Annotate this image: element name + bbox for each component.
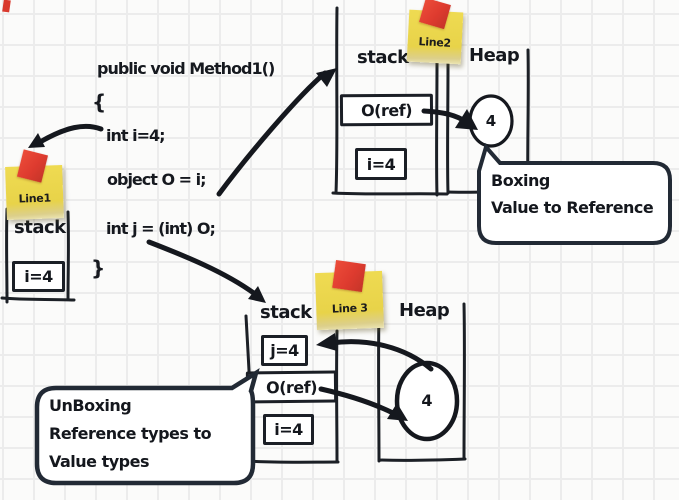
arrow-int-i-to-line1 (37, 123, 104, 145)
arrow-object-o-to-line2 (216, 70, 328, 197)
unboxing-callout-line3: Value types (49, 452, 150, 471)
line2-stack-bottom (331, 191, 449, 196)
boxing-callout-title: Boxing (491, 171, 550, 190)
sticky-note-line3-label: Line 3 (331, 301, 368, 316)
code-close-brace: } (91, 256, 106, 280)
code-method-signature: public void Method1() (97, 59, 275, 78)
tape-icon-line3 (332, 260, 366, 292)
code-line-object-o: object O = i; (107, 170, 207, 189)
arrowhead-line2-boxing (455, 109, 478, 130)
line1-slot-i: i=4 (12, 261, 65, 292)
boxing-callout-subtitle: Value to Reference (491, 198, 654, 217)
line2-stack-label: stack (357, 47, 409, 68)
line3-slot-i: i=4 (263, 414, 314, 445)
line3-heap-bottom (377, 457, 467, 462)
line2-heap-label: Heap (469, 45, 520, 66)
line1-stack-bottom (0, 296, 76, 302)
arrowhead-line3-unboxing (387, 403, 408, 421)
arrow-int-j-to-line3 (146, 239, 258, 297)
arrowhead-line3-to-j (316, 333, 337, 351)
line3-heap-value: 4 (421, 391, 433, 410)
sticky-note-line2-label: Line2 (418, 35, 452, 50)
line3-heap-label: Heap (399, 300, 450, 321)
line3-stack-label: stack (260, 302, 312, 323)
unboxing-callout-line2: Reference types to (49, 424, 212, 443)
line2-heap-bottom (446, 189, 531, 194)
line2-slot-oref: O(ref) (339, 93, 434, 127)
arrow-line3-heap-to-j (328, 339, 434, 372)
line3-stack-bottom (245, 459, 340, 464)
line1-stack-label: stack (14, 217, 66, 238)
arrowhead-int-j (248, 286, 266, 303)
red-edge-mark (2, 0, 11, 13)
unboxing-callout-title: UnBoxing (49, 396, 132, 415)
code-line-int-i: int i=4; (106, 126, 166, 145)
line2-stack-left-wall (334, 6, 339, 195)
line3-slot-oref: O(ref) (245, 370, 338, 404)
line2-heap-value: 4 (485, 112, 497, 130)
sticky-note-line1-label: Line1 (18, 191, 52, 206)
code-line-int-j: int j = (int) O; (106, 219, 216, 238)
boxing-callout-bubble (477, 142, 672, 245)
arrowhead-int-i (28, 133, 45, 148)
arrowhead-object-o (316, 68, 337, 87)
line3-slot-j: j=4 (261, 335, 308, 366)
line2-slot-i: i=4 (355, 148, 407, 180)
code-open-brace: { (92, 90, 107, 114)
